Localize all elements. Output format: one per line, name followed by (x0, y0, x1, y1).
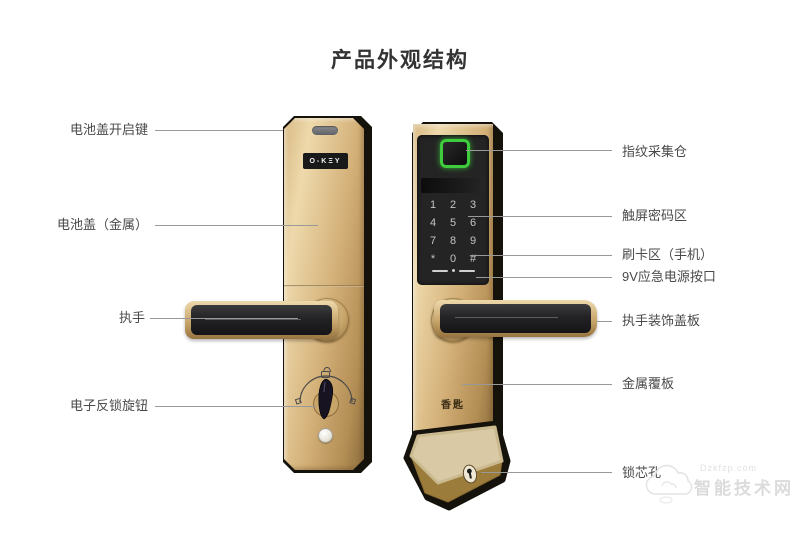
left-handle-grip (191, 305, 332, 335)
password-keypad: 1 2 3 4 5 6 7 8 9 * 0 # (423, 196, 483, 268)
callout-card-area: 刷卡区（手机） (622, 247, 714, 262)
knob-arc-end-right (349, 397, 357, 405)
brand-logo-cn: 香匙 (441, 400, 465, 411)
callout-metal-plate: 金属覆板 (622, 376, 675, 391)
leader-line (155, 130, 283, 131)
antilock-knob (318, 378, 334, 420)
callout-handle-cover-plate: 执手装饰盖板 (622, 313, 701, 328)
leader-line (481, 472, 612, 473)
power-contact-dot (451, 269, 455, 272)
battery-cover-seam (284, 285, 364, 287)
power-contact-right (458, 269, 475, 272)
callout-touch-keypad: 触屏密码区 (622, 208, 688, 223)
leader-line (155, 225, 318, 226)
power-contact-left (431, 269, 448, 272)
key-3: 3 (469, 199, 477, 211)
reset-button (318, 428, 333, 443)
key-9: 9 (469, 235, 477, 247)
callout-fingerprint-chamber: 指纹采集仓 (622, 144, 688, 159)
watermark-url: Dzkfzp.com (700, 463, 758, 473)
wedge-bottom-face (409, 425, 504, 485)
leader-line (476, 277, 612, 278)
emergency-power-contacts (417, 269, 489, 272)
watermark: Dzkfzp.com 智能技术网 (642, 452, 800, 514)
brand-badge-label: O-KΞY (309, 157, 342, 165)
callout-battery-open-key: 电池盖开启键 (69, 122, 148, 137)
knob-arc (299, 375, 353, 403)
right-lock-body: 1 2 3 4 5 6 7 8 9 * 0 # 香匙 (413, 124, 493, 446)
antilock-knob-graphic (294, 366, 357, 420)
cloud-icon (645, 464, 693, 504)
key-4: 4 (429, 217, 437, 229)
leader-line (470, 255, 612, 256)
knob-arc-end-left (294, 397, 302, 405)
page-title: 产品外观结构 (331, 49, 469, 72)
callout-9v-power-port: 9V应急电源按口 (622, 269, 716, 284)
key-hash: # (469, 253, 477, 265)
left-handle (185, 301, 338, 339)
touch-panel: 1 2 3 4 5 6 7 8 9 * 0 # (417, 135, 489, 285)
leader-line (468, 216, 612, 217)
callout-handle: 执手 (118, 310, 145, 325)
key-0: 0 (449, 253, 457, 265)
leader-line (155, 406, 316, 407)
lock-cylinder-hole (462, 464, 478, 484)
callout-battery-cover: 电池盖（金属） (56, 217, 148, 232)
leader-line (462, 384, 612, 385)
key-star: * (430, 253, 436, 265)
right-handle-grip (440, 304, 591, 333)
key-7: 7 (429, 235, 437, 247)
right-handle (434, 300, 597, 337)
knob-highlight (323, 381, 326, 393)
key-6: 6 (469, 217, 477, 229)
brand-badge: O-KΞY (303, 153, 348, 169)
lock-bottom-wedge (403, 420, 511, 511)
battery-cover-open-button (312, 126, 338, 135)
leader-line (597, 321, 612, 322)
leader-line (466, 150, 612, 151)
fingerprint-sensor (440, 139, 470, 168)
key-1: 1 (429, 199, 437, 211)
unlock-icon (321, 366, 332, 378)
callout-antilock-knob: 电子反锁旋钮 (69, 398, 148, 413)
key-5: 5 (449, 217, 457, 229)
leader-line (150, 318, 298, 319)
key-2: 2 (449, 199, 457, 211)
key-8: 8 (449, 235, 457, 247)
watermark-site-name: 智能技术网 (694, 479, 794, 498)
panel-recess-strip (421, 178, 485, 193)
